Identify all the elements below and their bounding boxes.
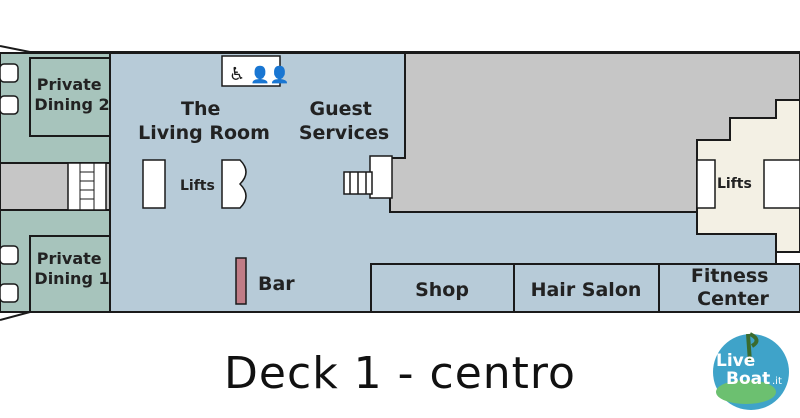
private-dining-1-label-2: Dining 1 xyxy=(34,269,109,288)
private-dining-2-label: Private xyxy=(37,75,102,94)
hair-salon-label: Hair Salon xyxy=(531,279,642,301)
logo-line1: Live xyxy=(716,351,755,371)
deck-plan: ♿ 👤👤 Private Dining 2 Private Dining 1 T… xyxy=(0,45,800,321)
wheelchair-icon: ♿ xyxy=(229,64,245,85)
lifts-right-area[interactable] xyxy=(696,99,800,253)
shop-room[interactable] xyxy=(370,263,515,313)
lifts-right-label: Lifts xyxy=(717,176,752,192)
hull-outline xyxy=(0,45,800,53)
svg-text:Private Dining 1: Private Dining 1 xyxy=(34,249,109,288)
living-room-label-2: Living Room xyxy=(138,122,270,144)
lift-icon xyxy=(696,159,800,209)
hair-salon-room[interactable] xyxy=(513,263,660,313)
deck-caption: Deck 1 - centro xyxy=(224,348,576,399)
liveboat-logo: Live Boat .it xyxy=(713,332,789,410)
bar-counter xyxy=(235,257,247,305)
fitness-center-label-2: Center xyxy=(697,288,769,310)
private-dining-2-label-2: Dining 2 xyxy=(34,95,109,114)
bar-label: Bar xyxy=(258,273,295,295)
fitness-center-room[interactable] xyxy=(658,263,800,313)
private-dining-1-room[interactable] xyxy=(29,235,111,313)
guest-services-label: Guest xyxy=(309,98,371,120)
fitness-center-label: Fitness xyxy=(691,265,769,287)
table-icon xyxy=(0,63,19,303)
hull-outline-bottom xyxy=(0,311,800,321)
private-dining-2-room[interactable] xyxy=(29,57,111,137)
staircase-icon xyxy=(343,155,393,199)
private-dining-1-label: Private xyxy=(37,249,102,268)
guest-services-label-2: Services xyxy=(299,122,389,144)
lifts-left-label: Lifts xyxy=(180,178,215,194)
logo-suffix: .it xyxy=(772,376,782,387)
logo-line2: Boat xyxy=(726,369,770,389)
svg-text:The Living Room: The Living Room xyxy=(138,98,270,144)
living-room-label: The xyxy=(181,98,220,120)
restroom-icon xyxy=(221,55,281,87)
lift-icon xyxy=(142,159,247,209)
restroom-figures: 👤👤 xyxy=(250,65,290,84)
staircase-icon xyxy=(67,162,107,211)
svg-text:Guest Services: Guest Services xyxy=(299,98,389,144)
svg-text:Private Dining 2: Private Dining 2 xyxy=(34,75,109,114)
shop-label: Shop xyxy=(415,279,469,301)
svg-text:Fitness Center: Fitness Center xyxy=(691,265,775,310)
